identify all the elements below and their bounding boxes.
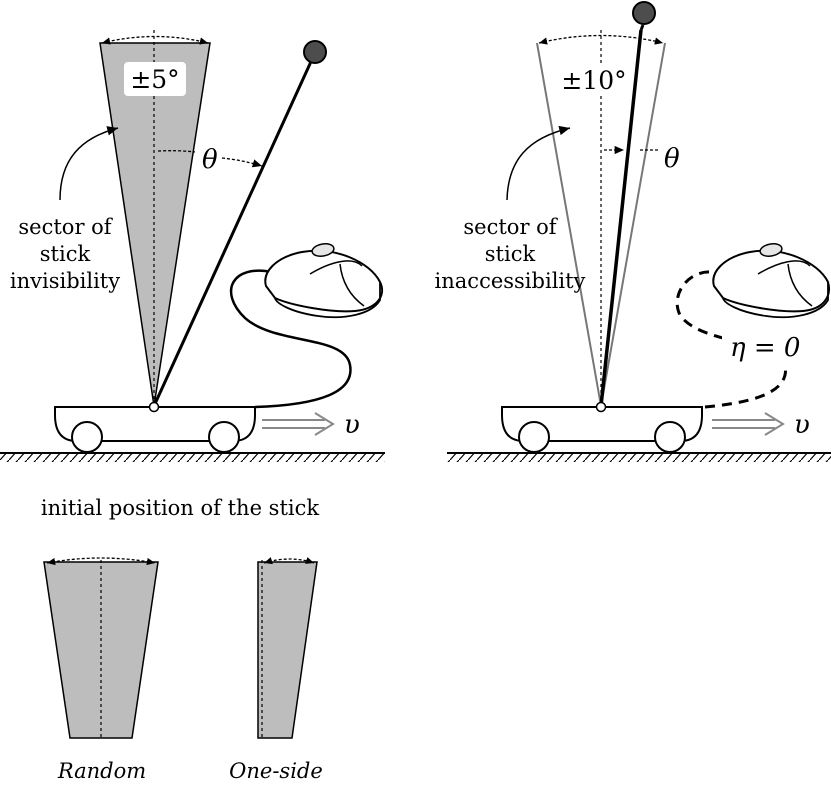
angle-label-left: ±5°: [130, 65, 179, 94]
cart-wheel-left-rear: [208, 421, 240, 453]
sector-label-left-3: invisibility: [10, 269, 120, 293]
velocity-arrow-left: [262, 412, 335, 436]
pivot-right: [595, 401, 607, 413]
eta-label-box: [722, 322, 826, 366]
sector-edge-right-right-panel: [600, 42, 666, 407]
pole-knob-right: [632, 1, 656, 25]
mouse-icon-left: [264, 243, 383, 319]
theta-label-right: θ: [664, 144, 680, 174]
random-caption: Random: [57, 759, 146, 783]
sector-label-left-1: sector of: [18, 215, 113, 239]
sector-pointer-left: [59, 126, 119, 201]
eta-label: η = 0: [730, 333, 800, 363]
angle-label-box-left: [124, 62, 186, 96]
ground-hatch-right: [447, 453, 831, 462]
initial-position-title: initial position of the stick: [41, 496, 319, 520]
cart-wheel-left-front: [71, 421, 103, 453]
sector-span-arrow-left: [101, 35, 209, 45]
pole-right: [599, 29, 643, 407]
one-side-caption: One-side: [229, 759, 323, 783]
angle-label-box-right: [557, 64, 629, 96]
mouse-icon-right: [712, 243, 830, 319]
sector-span-arrow-right: [538, 34, 664, 45]
pivot-left: [148, 401, 160, 413]
velocity-arrow-right: [712, 412, 785, 436]
velocity-label-right: υ: [794, 410, 810, 440]
cart-wheel-right-rear: [654, 421, 686, 453]
sector-label-right-1: sector of: [463, 215, 558, 239]
sector-label-right-3: inaccessibility: [435, 269, 586, 293]
initial-position-section: initial position of the stick Random One…: [41, 496, 323, 783]
pole-knob-left: [303, 40, 327, 64]
random-span-arrow: [46, 557, 156, 566]
one-side-span-arrow: [263, 556, 315, 565]
ground-hatch-left: [0, 453, 385, 462]
velocity-label-left: υ: [344, 410, 360, 440]
sector-pointer-right: [506, 125, 571, 201]
sector-label-right-2: stick: [485, 242, 536, 266]
left-panel: ±5° θ sector of stick invisibility: [0, 30, 385, 462]
theta-arrow-left-tail: [221, 157, 263, 168]
right-panel: ±10° θ sector of stick inaccessibility η…: [435, 1, 831, 462]
angle-label-right: ±10°: [561, 66, 626, 95]
cart-wheel-right-front: [518, 421, 550, 453]
mouse-cable-left: [229, 269, 352, 409]
invisibility-sector: [99, 42, 211, 407]
one-side-sector: [257, 561, 318, 739]
sector-label-left-2: stick: [40, 242, 91, 266]
pole-right-tip: [639, 24, 645, 31]
theta-label-left: θ: [202, 145, 218, 175]
pole-left: [152, 54, 316, 407]
sector-edge-left-right-panel: [536, 42, 602, 407]
